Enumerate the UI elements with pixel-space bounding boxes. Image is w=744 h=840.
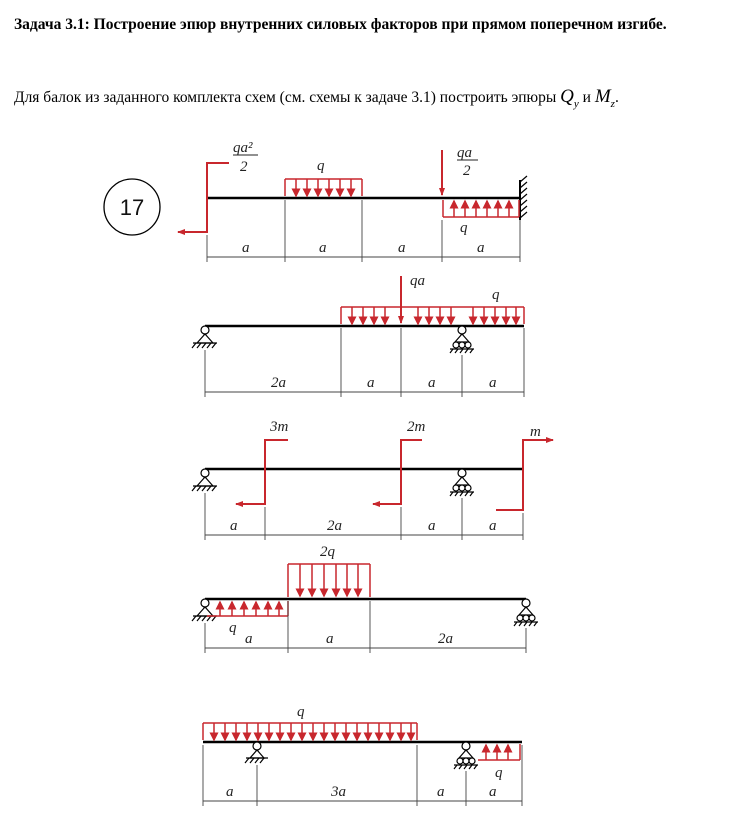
distributed-label-top: q	[317, 158, 325, 174]
dim-label: a	[428, 518, 436, 534]
variant-number: 17	[120, 195, 144, 220]
dim-label: a	[428, 375, 436, 391]
dim-label: a	[489, 375, 497, 391]
pin-support	[191, 598, 217, 622]
dim-label: a	[477, 240, 485, 256]
symbol-m: Mz	[594, 86, 615, 110]
dim-label: 2a	[438, 631, 453, 647]
distributed-label-bottom: q	[495, 765, 503, 781]
moment-load-m	[496, 437, 554, 511]
moment-label: m	[530, 424, 541, 440]
dim-label: a	[326, 631, 334, 647]
scheme-4: 2q q a a 2a	[191, 544, 538, 653]
distributed-load-bottom	[442, 199, 520, 218]
roller-support	[513, 598, 538, 627]
roller-support	[449, 325, 474, 354]
pin-support	[191, 468, 217, 492]
distributed-label-top: q	[297, 704, 305, 720]
problem-title: Задача 3.1: Построение эпюр внутренних с…	[14, 16, 667, 33]
scheme-3: 3m 2m m a 2a a a	[191, 419, 554, 540]
force-label: qa	[410, 273, 425, 289]
moment-load-left	[177, 162, 229, 235]
moment-load-3m	[235, 439, 288, 507]
distributed-load-bottom	[478, 743, 521, 761]
dim-label: a	[489, 784, 497, 800]
dim-label: a	[398, 240, 406, 256]
dim-label: a	[242, 240, 250, 256]
dim-label: a	[319, 240, 327, 256]
moment-label-num: qa²	[233, 140, 253, 156]
force-label-num: qa	[457, 145, 472, 161]
dimension-lines	[204, 493, 524, 540]
distributed-label-bottom: q	[460, 220, 468, 236]
distributed-load-q	[207, 600, 289, 617]
dim-label: 2a	[327, 518, 342, 534]
variant-circle	[103, 178, 161, 236]
pin-support	[244, 741, 268, 764]
scheme-5: q q	[202, 704, 523, 806]
distributed-label-2q: 2q	[320, 544, 336, 560]
symbol-q: Qy	[560, 86, 579, 110]
dimension-lines	[204, 601, 527, 653]
force-label-den: 2	[463, 163, 471, 179]
moment-load-2m	[372, 439, 422, 507]
dim-label: a	[437, 784, 445, 800]
moment-label-den: 2	[240, 159, 248, 175]
roller-support	[449, 468, 474, 497]
dimension-lines	[202, 745, 523, 806]
dim-label: a	[226, 784, 234, 800]
dim-label: 2a	[271, 375, 286, 391]
moment-label: 3m	[269, 419, 289, 435]
distributed-load-top	[284, 178, 363, 198]
dim-label: a	[230, 518, 238, 534]
roller-support	[453, 741, 478, 770]
distributed-load	[340, 306, 525, 326]
task-text: Для балок из заданного комплекта схем (с…	[14, 89, 557, 106]
scheme-2: q qa 2a a a a	[191, 273, 525, 397]
dim-label: a	[489, 518, 497, 534]
fixed-support	[519, 175, 528, 220]
task-statement: Для балок из заданного комплекта схем (с…	[14, 86, 619, 110]
dim-label: a	[245, 631, 253, 647]
dim-label: a	[367, 375, 375, 391]
pin-support	[191, 325, 217, 349]
distributed-label-q: q	[229, 620, 237, 636]
distributed-load-top	[202, 722, 418, 742]
scheme-1: qa² 2 q qa 2	[177, 140, 528, 262]
moment-label: 2m	[407, 419, 426, 435]
dimension-lines	[204, 328, 525, 397]
dim-label: 3a	[330, 784, 346, 800]
conjunction: и	[582, 89, 591, 106]
distributed-label: q	[492, 287, 500, 303]
dimension-lines	[206, 200, 521, 262]
distributed-load-2q	[287, 563, 371, 598]
